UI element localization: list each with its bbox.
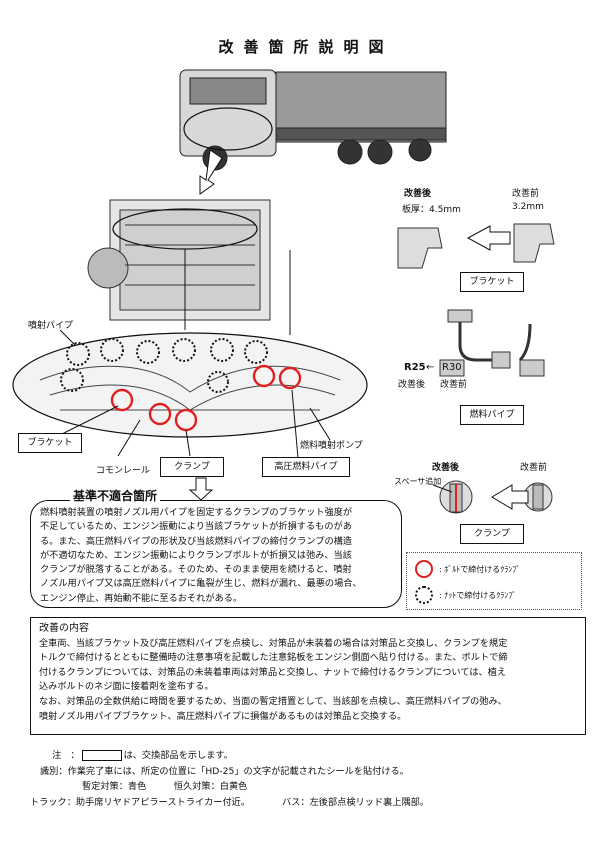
nonconformity-line: 不足しているため、エンジン振動により当該ブラケットが折損するものがあ: [40, 521, 352, 533]
label-bracket-after: 改善後: [404, 189, 432, 199]
improvement-line: トルクで締付けるとともに整備時の注意事項を記載した注意銘板をエンジン側面へ貼り付…: [39, 652, 508, 664]
label-r25: R25: [404, 362, 426, 373]
note-truck: トラック：助手席リヤドアピラーストライカー付近。: [30, 796, 251, 808]
legend-item-bolt: : ﾎﾞﾙﾄで締付けるｸﾗﾝﾌﾟ: [415, 560, 520, 578]
improvement-line: 付けるクランプについては、対策品の未装着車両は対策品と交換し、ナットで締付けるク…: [39, 666, 507, 678]
box-bracket: ブラケット: [18, 433, 82, 453]
improvement-title: 改善の内容: [39, 623, 89, 634]
improvement-line: 込みボルトのネジ面に接着剤を塗布する。: [39, 681, 214, 693]
label-thickness-after: 板厚：4.5mm: [402, 205, 461, 215]
nonconformity-line: エンジン停止、再始動不能に至るおそれがある。: [40, 592, 243, 604]
label-thickness-before: 3.2mm: [512, 202, 544, 212]
replacement-box-swatch: [81, 750, 122, 761]
engine-illustration: [87, 199, 271, 321]
box-clamp-part: クランプ: [460, 524, 524, 544]
legend: : ﾎﾞﾙﾄで締付けるｸﾗﾝﾌﾟ : ﾅｯﾄで締付けるｸﾗﾝﾌﾟ: [406, 552, 582, 610]
improvement-line: なお、対策品の全数供給に時間を要するため、当面の暫定措置として、当該部を点検し、…: [39, 695, 507, 707]
nonconformity-callout: 燃料噴射装置の噴射ノズル用パイプを固定するクランプのブラケット強度が 不足してい…: [30, 500, 402, 608]
nonconformity-heading: 基準不適合箇所: [70, 487, 161, 504]
note-color-code: 暫定対策：青色 恒久対策：白黄色: [82, 781, 248, 792]
cab-highlight: [183, 107, 273, 151]
nonconformity-line: 燃料噴射装置の噴射ノズル用パイプを固定するクランプのブラケット強度が: [40, 507, 353, 518]
truck-illustration: [179, 69, 447, 171]
label-r-before: 改善前: [440, 380, 468, 390]
label-injection-pipe: 噴射パイプ: [28, 321, 74, 331]
dotted-circle-icon: [415, 586, 433, 604]
red-circle-icon: [415, 560, 433, 578]
fuel-pipe-drawing: [458, 320, 532, 362]
label-bracket-before: 改善前: [512, 189, 540, 199]
box-clamp: クランプ: [160, 457, 224, 477]
box-high-pressure-pipe: 高圧燃料パイプ: [262, 457, 350, 477]
label-r30: R30: [442, 362, 462, 373]
nonconformity-line: クランプが脱落することがある。そのため、そのまま使用を続けると、噴射: [40, 564, 352, 576]
label-fuel-pump: 燃料噴射ポンプ: [300, 441, 363, 451]
note-identification: 識別：作業完了車には、所定の位置に「HD-25」の文字が記載されたシールを貼付け…: [40, 765, 409, 777]
improvement-line: 噴射ノズル用パイプブラケット、高圧燃料パイプに損傷があるものは対策品と交換する。: [39, 710, 407, 722]
label-clamp-after: 改善後: [432, 463, 460, 473]
label-common-rail: コモンレール: [96, 466, 151, 476]
label-clamp-before: 改善前: [520, 463, 548, 473]
note-bus: バス：左後部点検リッド裏上隅部。: [282, 796, 430, 808]
box-bracket-part: ブラケット: [460, 272, 524, 292]
detail-ellipse: [12, 332, 368, 438]
nonconformity-line: が不適切なため、エンジン振動によりクランプボルトが折損又は弛み、当該: [40, 549, 352, 561]
improvement-line: 全車両、当該ブラケット及び高圧燃料パイプを点検し、対策品が未装着の場合は対策品と…: [39, 637, 508, 649]
notes-section: 注 ：は、交換部品を示します。 識別：作業完了車には、所定の位置に「HD-25」…: [30, 748, 590, 810]
note-location: トラック：助手席リヤドアピラーストライカー付近。 バス：左後部点検リッド裏上隅部。: [30, 795, 590, 811]
nonconformity-line: る。また、高圧燃料パイプの形状及び当該燃料パイプの締付クランプの構造: [40, 535, 353, 547]
box-fuel-pipe: 燃料パイプ: [460, 405, 524, 425]
label-spacer: スペーサ追加: [394, 477, 442, 486]
bracket-drawing: [397, 223, 555, 269]
page-title: 改善箇所説明図: [218, 38, 394, 56]
label-r-after: 改善後: [398, 380, 426, 390]
nonconformity-line: ノズル用パイプ又は高圧燃料パイプに亀裂が生じ、燃料が漏れ、最悪の場合、: [40, 578, 362, 590]
note-replacement: 注 ：は、交換部品を示します。: [52, 750, 233, 761]
legend-item-nut: : ﾅｯﾄで締付けるｸﾗﾝﾌﾟ: [415, 586, 516, 604]
improvement-section: 改善の内容 全車両、当該ブラケット及び高圧燃料パイプを点検し、対策品が未装着の場…: [30, 617, 586, 735]
